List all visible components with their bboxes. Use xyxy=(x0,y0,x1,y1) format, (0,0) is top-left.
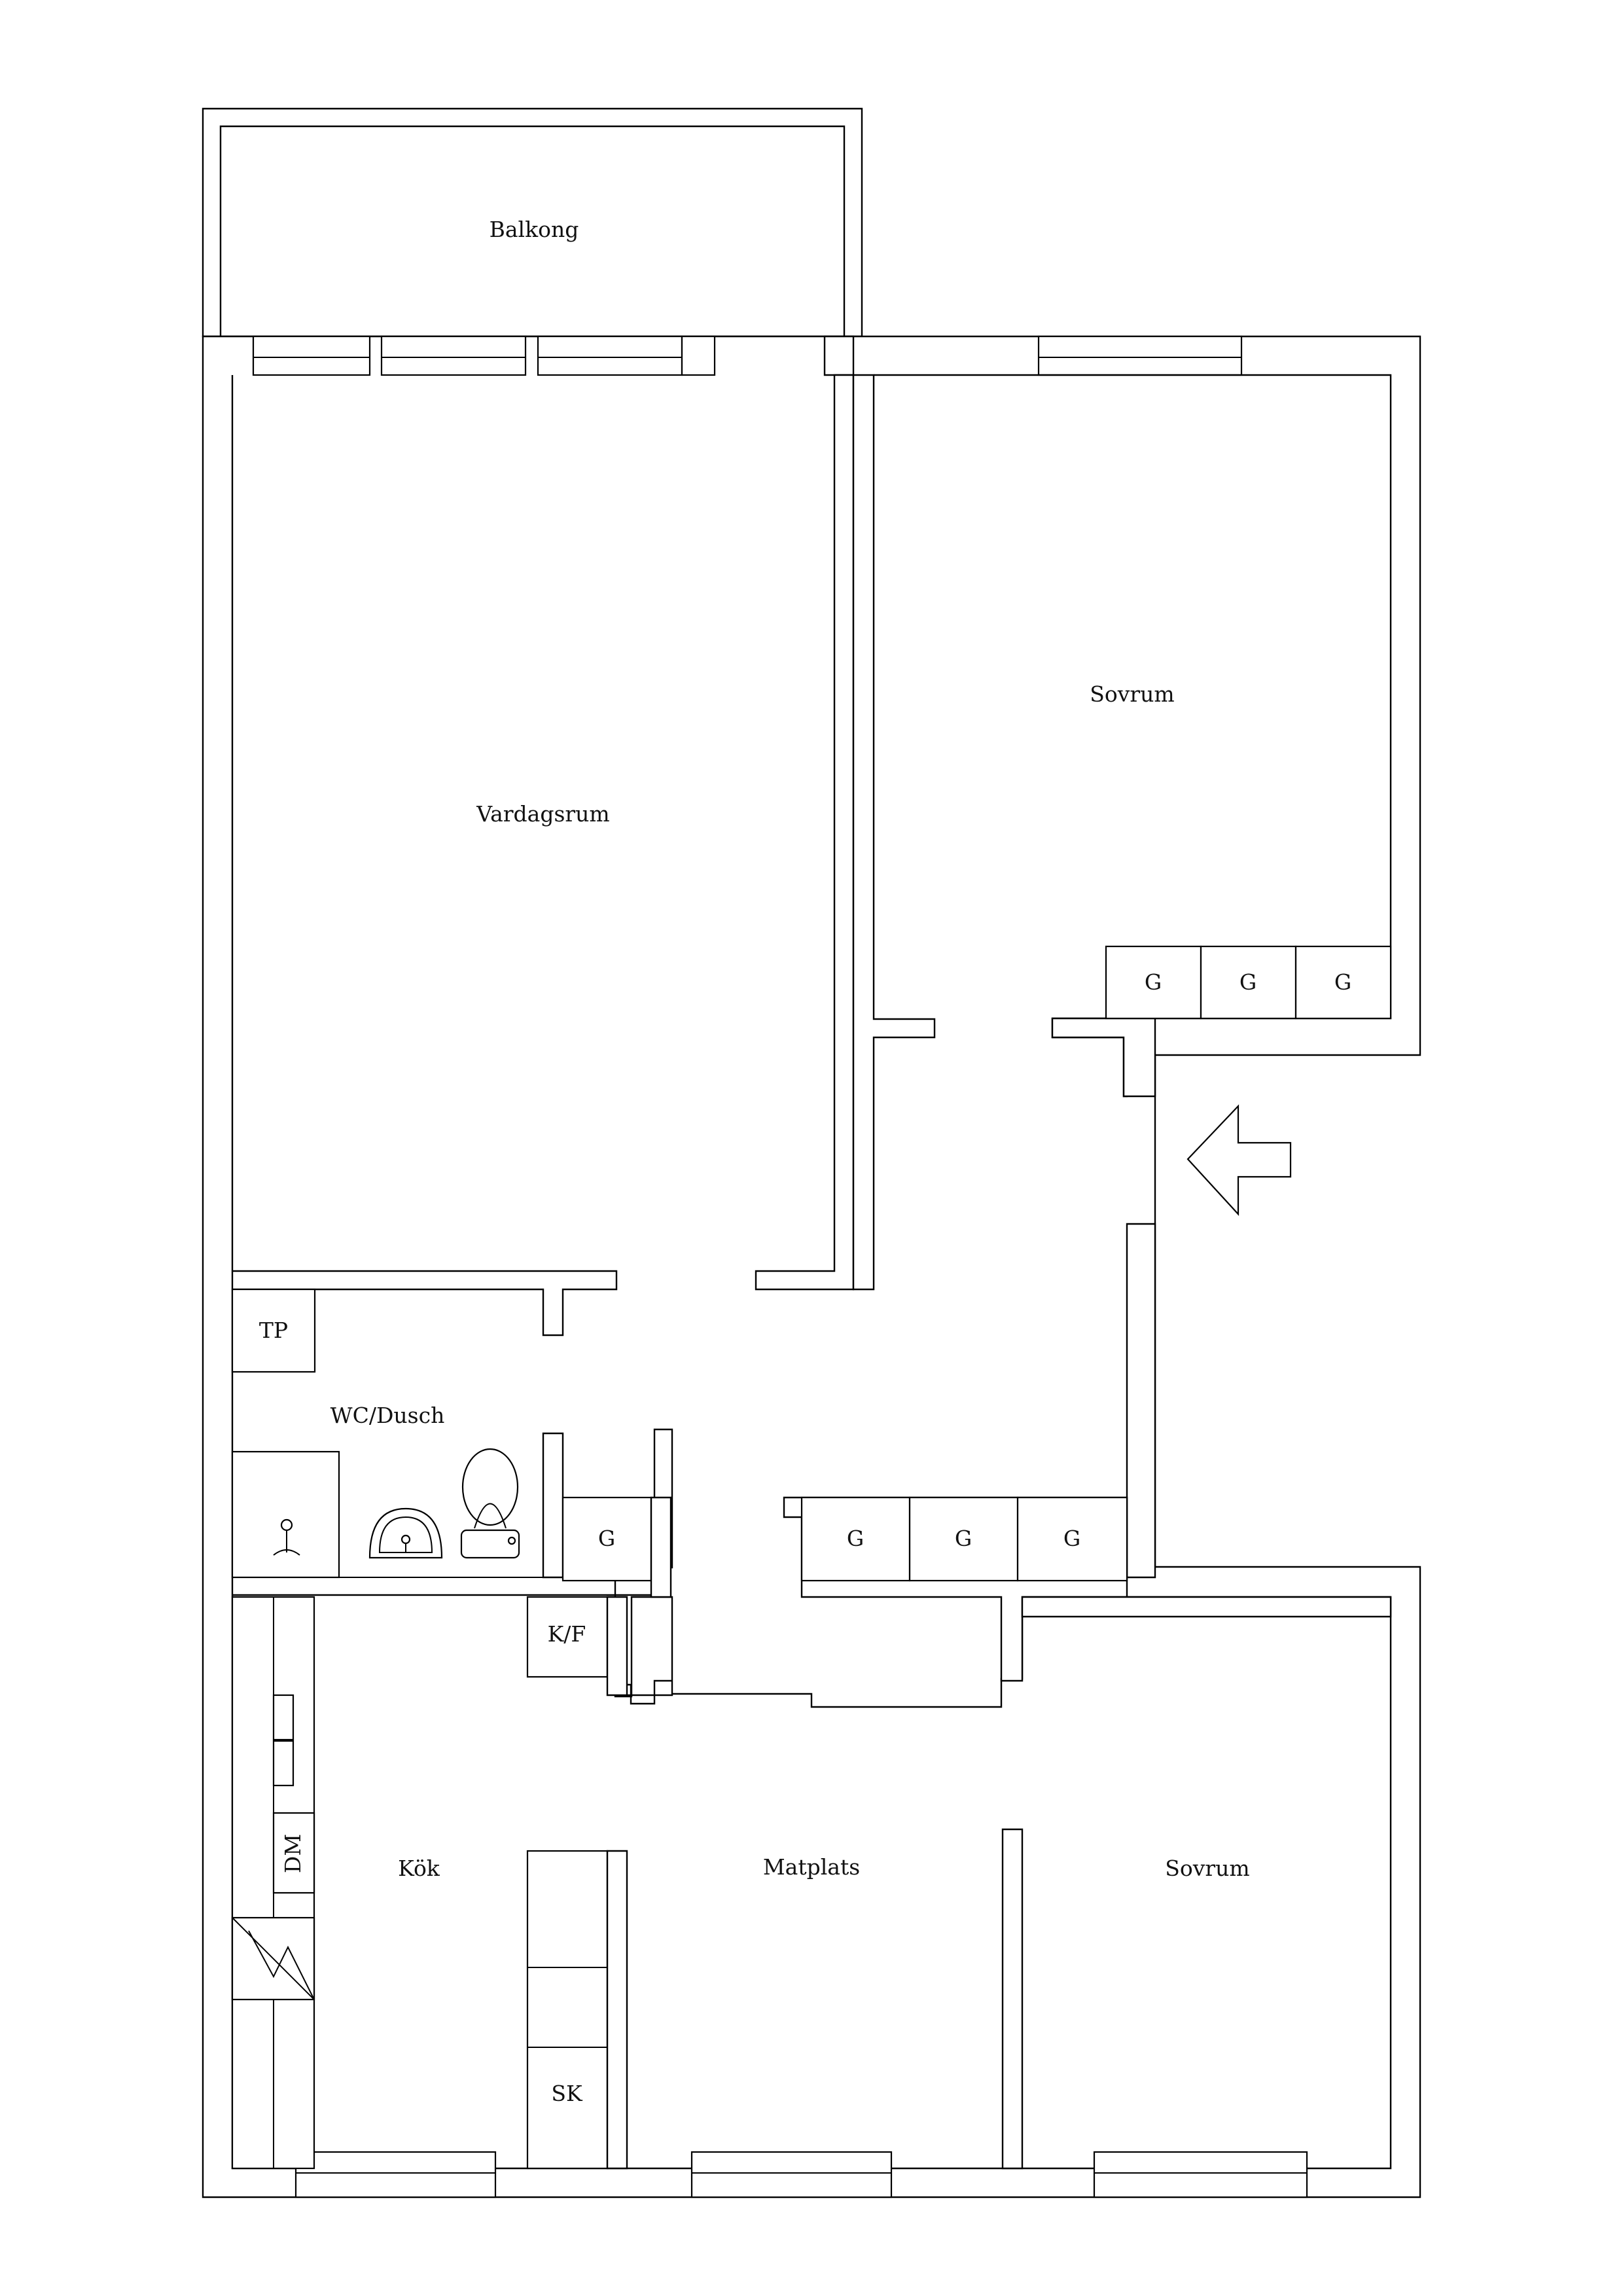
living-room-wall-right xyxy=(823,335,855,376)
room-label-wc: WC/Dusch xyxy=(330,1403,445,1428)
room-label-balkong: Balkong xyxy=(490,217,579,242)
stove-plate-1 xyxy=(272,1694,294,1741)
bathroom: TP WC/Dusch G xyxy=(231,1288,672,1598)
hall-walls: G G G xyxy=(783,1223,1156,1682)
tp-cabinet xyxy=(231,1288,316,1373)
sink-icon xyxy=(368,1507,443,1559)
wardrobe-top-3 xyxy=(1294,945,1392,1020)
living-room: Vardagsrum xyxy=(476,335,855,1291)
wardrobe-label: G xyxy=(847,1526,864,1551)
window-living-post xyxy=(681,335,716,376)
island-side-wall xyxy=(606,1850,628,2170)
stove-plate-2 xyxy=(272,1740,294,1787)
window-dining xyxy=(690,2151,893,2198)
window-bedroom-bottom xyxy=(1093,2151,1308,2198)
outer-walls xyxy=(202,335,1421,2198)
wardrobe-top-1 xyxy=(1105,945,1202,1020)
bedroom-top-left-wall xyxy=(852,374,936,1291)
room-label-sovrum-bottom: Sovrum xyxy=(1165,1856,1249,1881)
kf-label: K/F xyxy=(548,1621,586,1647)
bathroom-wall-right xyxy=(542,1432,564,1579)
wardrobe-label: G xyxy=(955,1526,972,1551)
dm-label: DM xyxy=(280,1834,306,1873)
wardrobe-hall-2 xyxy=(908,1496,1019,1582)
fridge-side-wall xyxy=(606,1596,628,1696)
bedroom-bottom-partition xyxy=(1001,1828,1024,2170)
window-living-1 xyxy=(252,335,371,376)
hall-wall-right xyxy=(1126,1223,1156,1579)
room-label-vardagsrum: Vardagsrum xyxy=(476,801,609,827)
shower-icon xyxy=(273,1518,300,1556)
wardrobe-label: G xyxy=(598,1526,615,1551)
sk-label: SK xyxy=(551,2081,583,2106)
wardrobe-label: G xyxy=(1334,969,1351,995)
window-kitchen xyxy=(294,2151,497,2198)
cabinet-side-wall xyxy=(650,1496,672,1598)
electric-panel-icon xyxy=(232,1917,315,2000)
bedroom-bottom-wall-top xyxy=(1021,1596,1392,1618)
room-label-kok: Kök xyxy=(398,1856,440,1881)
shower-area xyxy=(231,1450,340,1579)
toilet-icon xyxy=(460,1448,520,1559)
room-label-sovrum-top: Sovrum xyxy=(1090,681,1174,707)
window-living-2 xyxy=(380,335,527,376)
windows xyxy=(252,335,1308,2198)
outer-wall xyxy=(202,335,1421,2198)
bedroom-bottom: Sovrum xyxy=(1001,1596,1392,2170)
bedroom-top: G G G Sovrum xyxy=(852,374,1392,1291)
wardrobe-top-2 xyxy=(1200,945,1297,1020)
wardrobe-hall-1 xyxy=(800,1496,911,1582)
kitchen-island xyxy=(526,1850,609,2170)
entrance-arrow-icon xyxy=(1186,1104,1292,1216)
wardrobe-label: G xyxy=(1240,969,1257,995)
tp-label: TP xyxy=(259,1318,288,1343)
kitchen: DM K/F Kök SK xyxy=(231,1596,628,2170)
dishwasher xyxy=(272,1812,315,1894)
dining-area: Matplats xyxy=(763,1854,860,1880)
wardrobe-label: G xyxy=(1145,969,1162,995)
wardrobe-hall-3 xyxy=(1016,1496,1128,1582)
hall-cabinet-g xyxy=(562,1496,652,1582)
window-bedroom-top xyxy=(1037,335,1243,376)
room-label-matplats: Matplats xyxy=(763,1854,860,1880)
window-living-3 xyxy=(537,335,683,376)
wardrobe-label: G xyxy=(1063,1526,1080,1551)
